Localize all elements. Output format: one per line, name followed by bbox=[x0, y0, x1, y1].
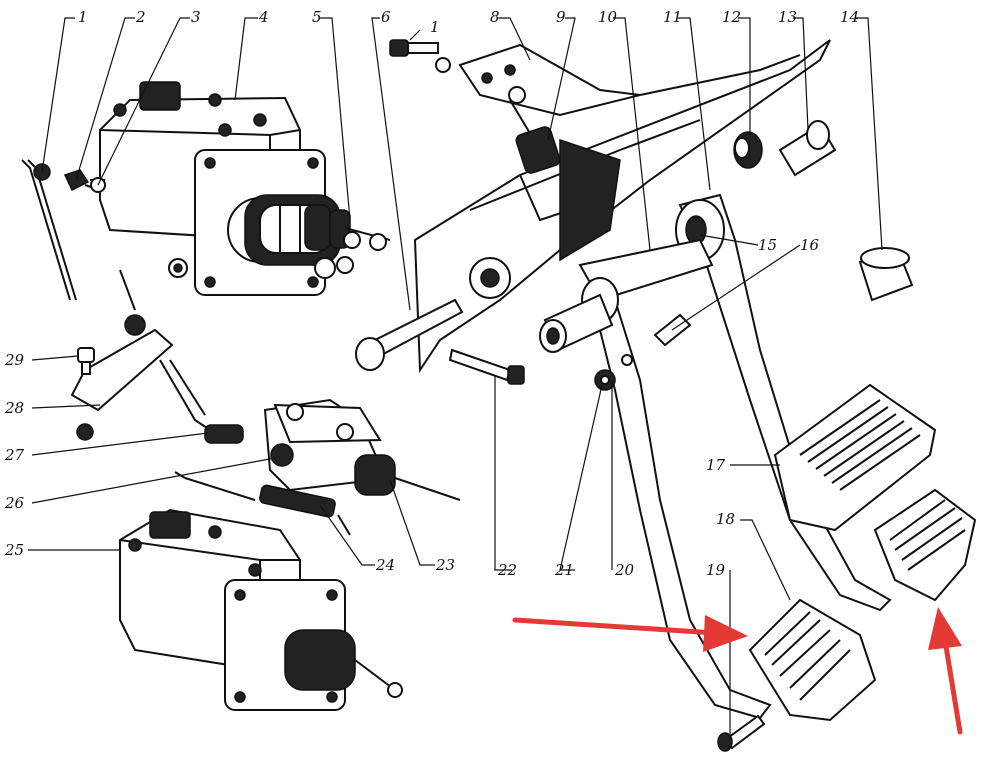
label-11: 11 bbox=[663, 8, 682, 26]
label-1a: 1 bbox=[78, 8, 88, 26]
label-1b: 1 bbox=[430, 18, 440, 36]
pedal-axle bbox=[355, 298, 464, 371]
label-27: 27 bbox=[4, 446, 25, 464]
label-10: 10 bbox=[598, 8, 618, 26]
pushrod-27 bbox=[70, 269, 244, 444]
label-8: 8 bbox=[490, 8, 500, 26]
bolt-top bbox=[389, 39, 451, 73]
rod-fasteners-left bbox=[21, 159, 106, 301]
bolt-29 bbox=[77, 347, 95, 375]
label-17: 17 bbox=[706, 456, 726, 474]
return-spring-24 bbox=[174, 471, 351, 536]
label-22: 22 bbox=[497, 561, 517, 579]
label-6: 6 bbox=[381, 8, 391, 26]
red-arrow-left bbox=[512, 615, 748, 652]
label-9: 9 bbox=[556, 8, 566, 26]
fitting-26 bbox=[270, 443, 294, 467]
leader-lines bbox=[28, 17, 883, 740]
label-2: 2 bbox=[135, 8, 146, 26]
brake-pedal-pad-far bbox=[873, 488, 977, 602]
label-4: 4 bbox=[258, 8, 269, 26]
label-24: 24 bbox=[375, 556, 395, 574]
slave-cylinder-23 bbox=[263, 398, 461, 501]
pedal-bracket bbox=[413, 39, 831, 374]
brake-pedal-pad-18 bbox=[748, 598, 877, 722]
part-labels: 1 2 3 4 5 6 1 8 9 10 11 12 13 14 15 16 1… bbox=[4, 8, 859, 579]
nut-21 bbox=[594, 354, 633, 391]
pin-13 bbox=[778, 120, 837, 177]
label-15: 15 bbox=[758, 236, 777, 254]
label-20: 20 bbox=[614, 561, 635, 579]
bushing-14 bbox=[858, 247, 914, 302]
nut-28 bbox=[76, 423, 94, 441]
label-18: 18 bbox=[716, 510, 735, 528]
clutch-pedal-pad-17 bbox=[773, 383, 937, 532]
master-cylinder-bottom bbox=[119, 508, 403, 711]
piston-kit bbox=[304, 204, 391, 279]
bolt-22 bbox=[448, 348, 525, 385]
label-23: 23 bbox=[435, 556, 455, 574]
pedal-shaft-tube bbox=[539, 293, 614, 353]
label-26: 26 bbox=[4, 494, 25, 512]
bushing-12 bbox=[733, 131, 763, 169]
label-29: 29 bbox=[4, 351, 25, 369]
label-25: 25 bbox=[4, 541, 24, 559]
bolt-19 bbox=[717, 714, 766, 752]
label-12: 12 bbox=[722, 8, 741, 26]
label-21: 21 bbox=[554, 561, 574, 579]
label-14: 14 bbox=[840, 8, 859, 26]
label-19: 19 bbox=[706, 561, 726, 579]
label-16: 16 bbox=[800, 236, 820, 254]
label-3: 3 bbox=[191, 8, 201, 26]
label-28: 28 bbox=[4, 399, 24, 417]
red-arrow-right bbox=[928, 607, 963, 735]
label-13: 13 bbox=[778, 8, 797, 26]
master-cylinder-top bbox=[84, 81, 341, 296]
label-5: 5 bbox=[312, 8, 322, 26]
